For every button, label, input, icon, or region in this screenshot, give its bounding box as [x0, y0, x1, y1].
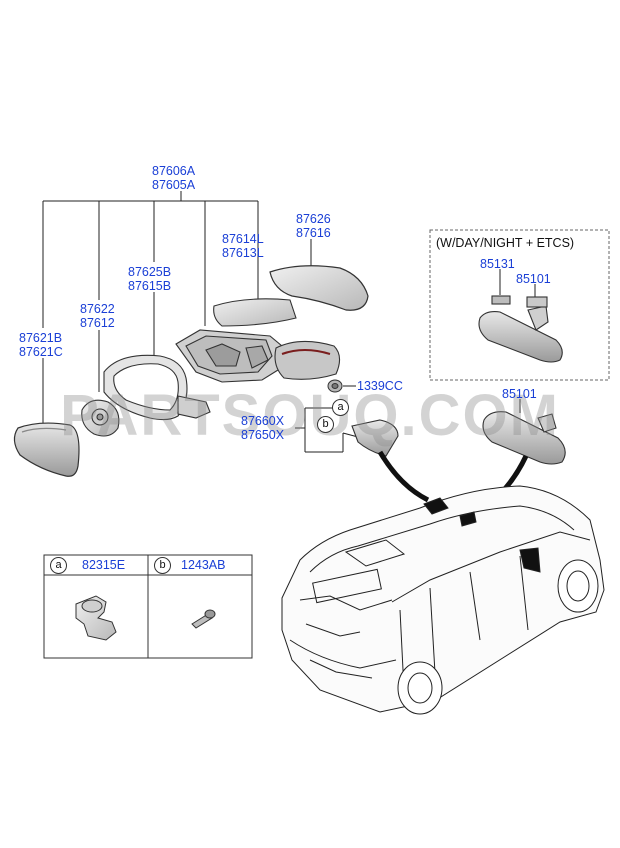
label-holder-bottom: 87615B: [128, 279, 172, 293]
label-garnish-top: 87614L: [222, 232, 264, 246]
legend-b-part: 1243AB: [181, 558, 226, 572]
label-rear-mirror: 85101: [502, 387, 537, 401]
mirror-housing-part: [175, 329, 283, 383]
actuator-part: [81, 399, 120, 437]
option-box-title: (W/DAY/NIGHT + ETCS): [436, 236, 575, 250]
assy-leader-lines: [42, 191, 536, 453]
legend-table: [43, 554, 253, 659]
label-glass-bottom: 87621C: [19, 345, 63, 359]
callout-b: b: [317, 416, 334, 433]
label-mirror-assy-top: 87606A: [152, 164, 196, 178]
legend-a-circle: a: [50, 557, 67, 574]
label-cover-top: 87626: [296, 212, 331, 226]
label-glass-top: 87621B: [19, 331, 63, 345]
option-box: [429, 229, 610, 381]
legend-b-circle: b: [154, 557, 171, 574]
clip-part: [75, 595, 117, 641]
label-rear-mirror-option-a: 85131: [480, 257, 515, 271]
mirror-holder-part: [103, 354, 211, 421]
rear-mirror-part: [482, 411, 566, 465]
label-garnish-bottom: 87613L: [222, 246, 264, 260]
rear-mirror-option-part: [478, 295, 563, 363]
label-inner-cover-top: 87660X: [241, 414, 285, 428]
label-rear-mirror-option-b: 85101: [516, 272, 551, 286]
mirror-glass-part: [13, 422, 80, 477]
lamp-part: [274, 340, 341, 380]
label-cover-bottom: 87616: [296, 226, 331, 240]
garnish-part: [213, 298, 297, 327]
label-inner-cover-bottom: 87650X: [241, 428, 285, 442]
legend-a-part: 82315E: [82, 558, 126, 572]
label-actuator-top: 87622: [80, 302, 115, 316]
screw-part: [327, 379, 343, 393]
label-holder-top: 87625B: [128, 265, 172, 279]
callout-a: a: [332, 399, 349, 416]
label-mirror-assy-bottom: 87605A: [152, 178, 196, 192]
screw-b-part: [191, 609, 216, 629]
mirror-cover-part: [269, 265, 369, 311]
label-screw: 1339CC: [357, 379, 403, 393]
label-actuator-bottom: 87612: [80, 316, 115, 330]
inner-cover-part: [351, 419, 399, 457]
vehicle-illustration: [281, 485, 605, 715]
